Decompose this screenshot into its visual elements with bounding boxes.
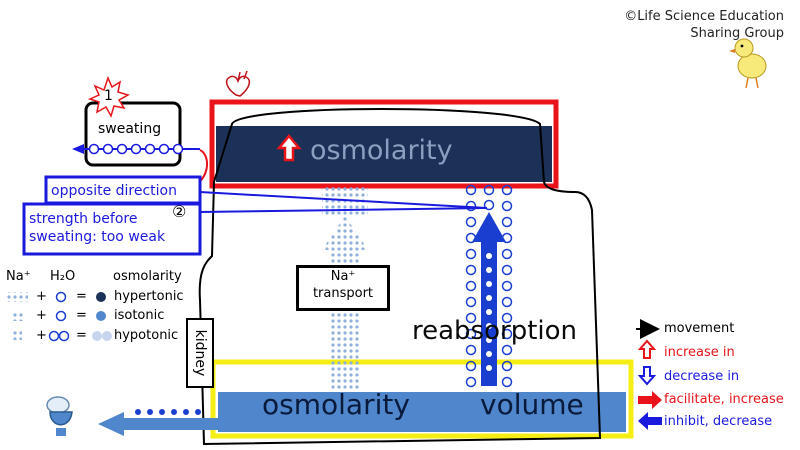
strength-marker: ② [172,202,187,221]
sweating-arrowhead [72,144,84,154]
opposite-direction-label: opposite direction [51,183,177,199]
urine-osmolarity-label: osmolarity [262,388,410,421]
legend-col-osmolarity: osmolarity [113,269,182,284]
legend-row-1-equals: = [76,289,87,304]
strength-box [22,202,202,256]
solute-legend-graphics [6,291,112,342]
sweating-water-circles [88,143,184,155]
water-circles-right [483,184,513,388]
legend-row-2-equals: = [76,308,87,323]
legend-row-3-plus: + [36,328,47,343]
legend-inhibit-decrease: inhibit, decrease [664,414,773,429]
urine-outflow-dots [135,409,201,415]
kidney-label: kidney [192,329,208,377]
legend-row-2-plus: + [36,308,47,323]
na-transport-line-1: Na⁺ [330,269,356,284]
legend-row-3-result: hypotonic [114,328,179,343]
credit-line-1: ©Life Science Education [624,9,784,24]
water-arrow-head [472,212,506,242]
chick-icon [729,38,767,89]
water-arrow-dots [486,253,492,371]
blood-increase-arrow [276,134,302,162]
kidney-outline [198,108,602,446]
strength-line-2: sweating: too weak [29,229,166,245]
credit-text: ©Life Science Education Sharing Group [624,8,784,42]
blood-osmolarity-label: osmolarity [310,135,453,166]
legend-row-3-equals: = [76,328,87,343]
na-transport-line-2: transport [312,286,374,301]
opposite-direction-box [44,175,202,205]
urine-outflow-shaft [124,418,222,430]
kidney-label-box: kidney [186,318,214,388]
urine-outflow-arrowhead [98,412,124,436]
arrow-legend-graphics [636,319,662,430]
legend-increase-in: increase in [664,345,735,360]
legend-row-1-result: hypertonic [114,289,184,304]
reabsorption-label: reabsorption [412,316,578,346]
urine-volume-label: volume [480,388,584,421]
legend-facilitate-increase: facilitate, increase [664,392,784,407]
sweating-badge: 1 [104,88,113,104]
legend-movement: movement [664,321,735,336]
na-transport-arrowhead [322,216,368,250]
toilet-icon [46,396,73,436]
water-circles-left [465,184,477,388]
strength-line-1: strength before [29,211,138,227]
strength-link-line [199,207,488,213]
legend-col-h2o: H₂O [50,269,76,284]
sweating-label: sweating [98,121,162,137]
legend-row-1-plus: + [36,289,47,304]
blood-fill [216,126,552,182]
urine-fill [218,392,626,432]
opposite-link-line [199,191,488,209]
legend-decrease-in: decrease in [664,369,740,384]
legend-row-2-result: isotonic [114,308,165,323]
legend-col-na: Na⁺ [6,269,31,284]
starburst-icon [87,75,130,118]
na-transport-box: Na⁺ transport [296,265,390,311]
credit-line-2: Sharing Group [690,26,784,41]
heart-icon [225,70,251,97]
